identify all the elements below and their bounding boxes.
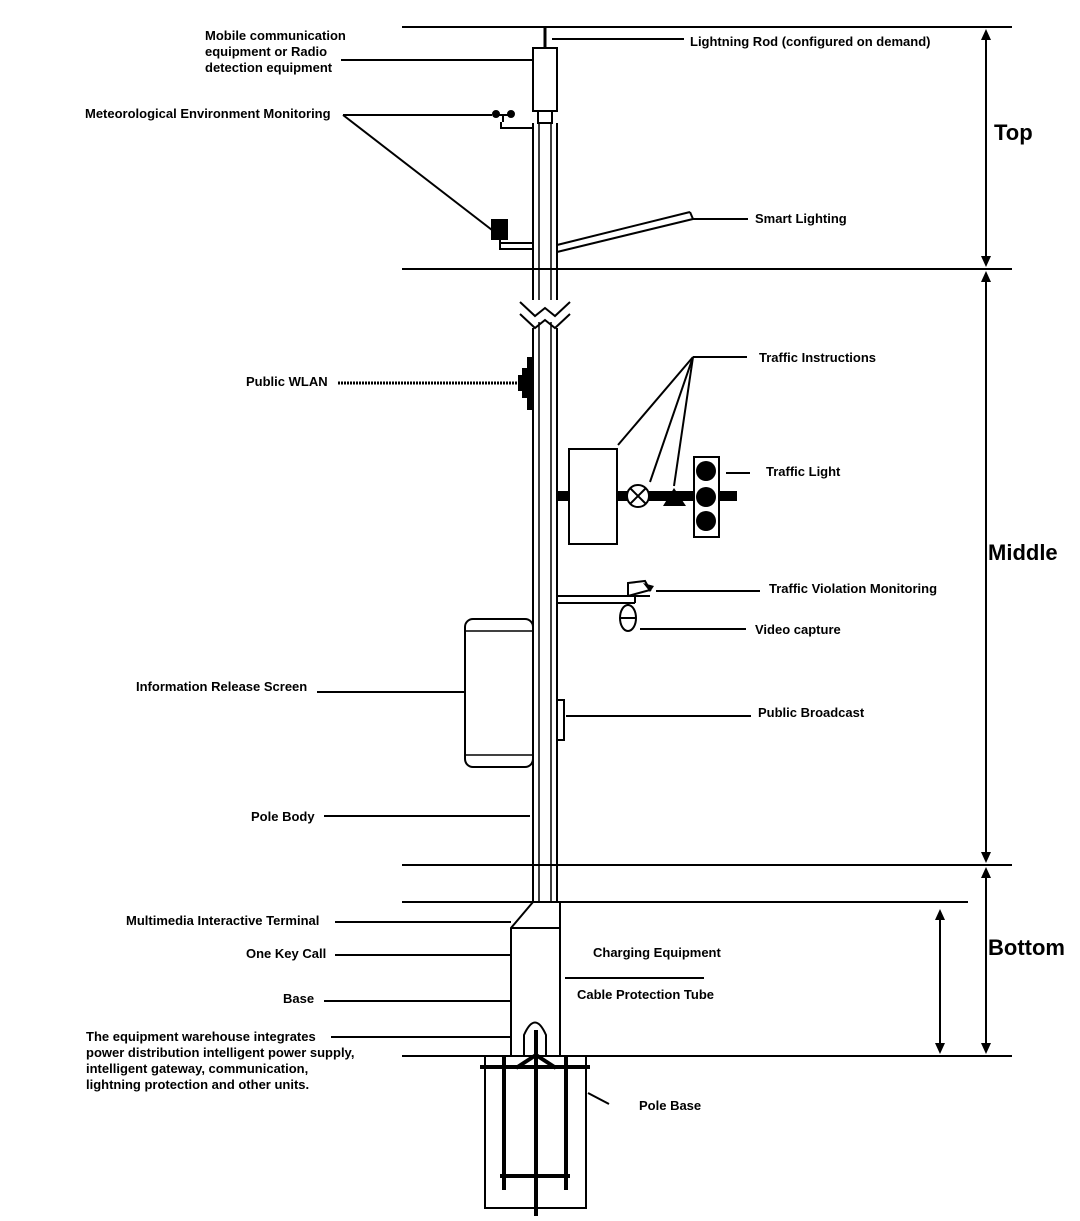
foundation	[480, 1030, 590, 1216]
meteorological-sensors	[491, 110, 533, 250]
label-equipment-warehouse-line3: intelligent gateway, communication,	[86, 1061, 309, 1076]
label-traffic-instructions: Traffic Instructions	[759, 350, 877, 365]
label-video-capture: Video capture	[755, 622, 841, 637]
mobile-comm-box	[532, 47, 558, 112]
label-mobile-comm: Mobile communication equipment or Radio …	[205, 28, 346, 76]
label-meteorological: Meteorological Environment Monitoring	[85, 106, 331, 121]
info-screen	[464, 618, 534, 768]
section-label-bottom: Bottom	[988, 935, 1065, 960]
label-charging-equipment: Charging Equipment	[593, 945, 721, 960]
section-label-middle: Middle	[988, 540, 1058, 565]
pole-body-upper	[532, 123, 558, 300]
label-mobile-comm-line3: detection equipment	[205, 60, 333, 75]
pole-break-symbol	[519, 301, 571, 330]
label-smart-lighting: Smart Lighting	[755, 211, 847, 226]
traffic-arm	[557, 448, 737, 545]
broadcast-device	[556, 699, 565, 741]
label-public-broadcast: Public Broadcast	[758, 705, 865, 720]
label-cable-protection-tube: Cable Protection Tube	[577, 987, 714, 1002]
label-equipment-warehouse-line2: power distribution intelligent power sup…	[86, 1045, 355, 1060]
violation-camera	[557, 579, 654, 632]
label-public-wlan: Public WLAN	[246, 374, 328, 389]
label-pole-body: Pole Body	[251, 809, 315, 824]
label-one-key-call: One Key Call	[246, 946, 327, 961]
label-info-release-screen: Information Release Screen	[136, 679, 308, 694]
smart-lighting-arm	[556, 211, 694, 253]
label-base: Base	[283, 991, 315, 1006]
label-mobile-comm-line2: equipment or Radio	[205, 44, 328, 59]
label-traffic-light: Traffic Light	[766, 464, 841, 479]
pole-body-lower	[532, 322, 558, 902]
label-mobile-comm-line1: Mobile communication	[205, 28, 346, 43]
label-traffic-violation: Traffic Violation Monitoring	[769, 581, 938, 596]
label-equipment-warehouse-line4: lightning protection and other units.	[86, 1077, 310, 1092]
section-boundary-lines	[402, 26, 1012, 1057]
label-multimedia-terminal: Multimedia Interactive Terminal	[126, 913, 320, 928]
label-equipment-warehouse: The equipment warehouse integrates power…	[86, 1029, 354, 1093]
pole-top-neck	[537, 110, 553, 124]
wlan-device	[338, 357, 533, 410]
label-lightning-rod: Lightning Rod (configured on demand)	[690, 34, 931, 49]
dimension-arrows	[935, 29, 991, 1054]
leader-lines	[317, 38, 760, 1105]
section-label-top: Top	[994, 120, 1033, 145]
label-pole-base: Pole Base	[639, 1098, 702, 1113]
pole-base-housing	[510, 901, 561, 1056]
label-equipment-warehouse-line1: The equipment warehouse integrates	[86, 1029, 316, 1044]
